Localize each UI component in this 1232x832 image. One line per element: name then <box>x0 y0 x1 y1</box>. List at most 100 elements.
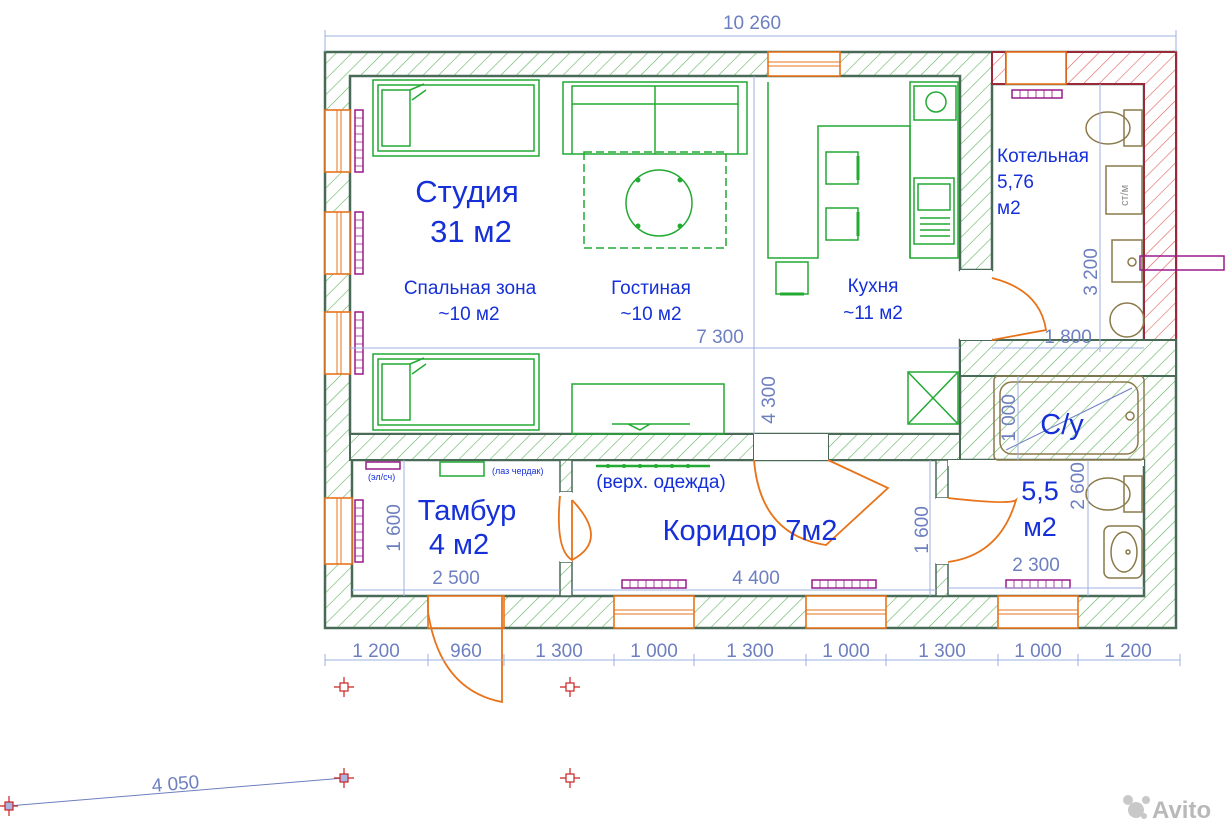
vestibule-area: 4 м2 <box>429 529 489 561</box>
table-legs <box>635 177 683 229</box>
marker-3 <box>334 768 354 788</box>
marker-5 <box>0 796 18 816</box>
studio-name: Студия <box>415 174 519 209</box>
chair-2 <box>825 207 859 241</box>
marker-1 <box>334 677 354 697</box>
studio-area: 31 м2 <box>430 214 512 249</box>
radiator-boiler <box>1011 89 1063 99</box>
window-top-kitchen <box>767 51 841 77</box>
corridor-doorway <box>754 434 828 460</box>
bathtub <box>993 375 1145 461</box>
avito-logo-icon <box>1123 795 1150 819</box>
outerwear-note: (верх. одежда) <box>596 472 725 493</box>
dim-vestibule-depth: 1 600 <box>384 504 405 552</box>
dim-bottom-4: 1 300 <box>726 641 774 662</box>
corridor-door <box>753 459 890 546</box>
door-swings <box>427 277 1048 704</box>
boiler-wc-wall <box>959 339 1177 377</box>
boiler-room-name: Котельная <box>997 146 1089 167</box>
dim-studio-depth: 4 300 <box>759 376 780 424</box>
kitchen-name: Кухня <box>848 276 899 297</box>
dim-wc-width: 2 300 <box>1012 555 1060 576</box>
dim-wc-depth: 2 600 <box>1068 462 1089 510</box>
vestibule-doorway <box>560 492 572 562</box>
tv <box>612 423 690 431</box>
marker-4 <box>560 768 580 788</box>
vestibule-name: Тамбур <box>418 495 516 527</box>
wc-top-wall <box>948 460 1144 466</box>
window-bottom-1 <box>613 595 695 629</box>
ventilation-shaft <box>907 371 959 425</box>
dim-bottom-7: 1 000 <box>1014 641 1062 662</box>
dim-bottom-3: 1 000 <box>630 641 678 662</box>
dim-vestibule-width: 2 500 <box>432 568 480 589</box>
electric-meter-box <box>365 461 401 470</box>
electric-meter-note: (эл/сч) <box>368 472 395 482</box>
wc-area-unit: м2 <box>1023 512 1057 542</box>
radiator-ribs <box>355 90 1063 588</box>
vestibule-door <box>557 495 573 562</box>
dim-bottom-8: 1 200 <box>1104 641 1152 662</box>
sleeping-zone-name: Спальная зона <box>404 278 537 299</box>
washer-note: ст/м <box>1119 185 1131 206</box>
wc-name: С/у <box>1040 409 1084 441</box>
hanger-dots <box>606 464 690 468</box>
bed-bottom <box>372 353 540 431</box>
dim-overall-width: 10 260 <box>723 13 781 34</box>
dim-boiler-width: 1 800 <box>1044 327 1092 348</box>
sanitary <box>993 109 1225 579</box>
marker-2 <box>560 677 580 697</box>
boiler-unit <box>1111 239 1143 283</box>
sofa <box>562 81 748 155</box>
radiator-left-1 <box>354 109 364 173</box>
coffee-table <box>625 169 693 237</box>
wc-sink <box>1103 525 1143 579</box>
sink <box>913 177 955 245</box>
kitchen-counter <box>767 82 911 259</box>
chair-3 <box>775 261 809 295</box>
dim-bottom-1: 960 <box>450 641 482 662</box>
chair-1 <box>825 151 859 185</box>
hob <box>913 85 957 121</box>
vestibule-partition-bottom <box>559 561 573 597</box>
radiator-left-2 <box>354 211 364 275</box>
dim-guide-length: 4 050 <box>151 772 200 797</box>
openings <box>324 51 1079 629</box>
entrance-door <box>427 596 503 704</box>
watermark: Avito <box>1123 795 1211 824</box>
corridor-label: Коридор 7м2 <box>663 515 838 547</box>
attic-hatch <box>439 461 485 477</box>
wc-door <box>947 497 1018 563</box>
window-glass <box>336 61 1078 615</box>
dim-bottom-5: 1 000 <box>822 641 870 662</box>
attic-hatch-note: (лаз чердак) <box>492 466 543 476</box>
wc-toilet <box>1085 475 1143 513</box>
dim-boiler-depth: 3 200 <box>1081 248 1102 296</box>
entrance-door-opening <box>427 595 505 629</box>
rug <box>583 151 727 249</box>
dimension-lines <box>7 30 1181 807</box>
furniture <box>372 79 959 477</box>
water-heater <box>1109 302 1145 338</box>
window-bottom-3 <box>997 595 1079 629</box>
sleeping-zone-area: ~10 м2 <box>438 304 499 325</box>
wc-partition-top <box>935 459 949 499</box>
dimension-labels: 10 260 7 300 4 300 3 200 1 800 1 000 2 6… <box>151 13 1152 797</box>
kitchen-cabinets <box>909 81 959 259</box>
boiler-toilet <box>1085 109 1143 147</box>
vestibule-partition-top <box>559 459 573 493</box>
boiler-doorway <box>960 270 992 340</box>
living-room-area: ~10 м2 <box>620 304 681 325</box>
radiator-left-3 <box>354 311 364 375</box>
dim-studio-width: 7 300 <box>696 327 744 348</box>
dim-bottom-6: 1 300 <box>918 641 966 662</box>
dim-bottom-2: 1 300 <box>535 641 583 662</box>
wc-area: 5,5 <box>1021 476 1059 506</box>
boiler-wall-red-left <box>991 51 1007 85</box>
kitchen-corridor-wall <box>827 433 961 461</box>
radiator-left-4 <box>354 499 364 563</box>
room-labels: Студия 31 м2 Спальная зона ~10 м2 Гостин… <box>368 146 1131 561</box>
washer <box>1105 165 1143 215</box>
dim-corridor-width: 4 400 <box>732 568 780 589</box>
